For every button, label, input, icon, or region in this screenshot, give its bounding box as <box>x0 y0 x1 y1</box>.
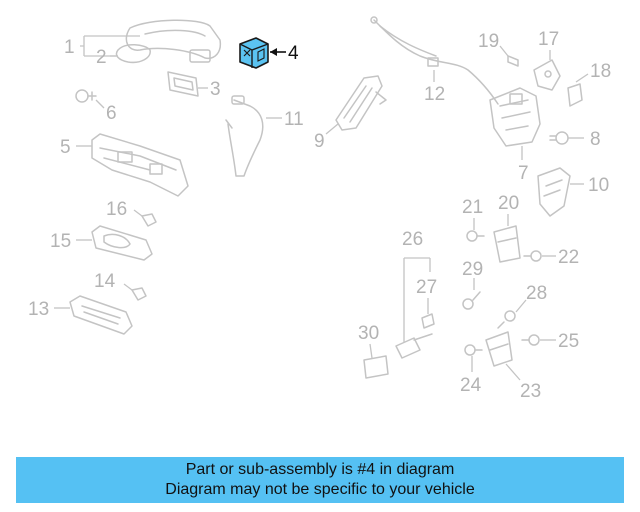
leader-part-19 <box>499 45 509 57</box>
callout-30: 30 <box>358 323 379 344</box>
callout-1: 1 <box>64 37 75 58</box>
handle-frame <box>91 133 189 197</box>
callout-21: 21 <box>462 197 483 218</box>
inner-handle <box>91 225 153 261</box>
callout-24: 24 <box>460 375 482 396</box>
outer-door-handle <box>115 19 222 64</box>
parts-diagram: 1 2 3 4 5 6 7 8 9 10 11 12 13 14 15 16 1… <box>28 16 611 402</box>
bolt-28 <box>497 310 516 329</box>
clip-14 <box>131 287 147 301</box>
callout-29: 29 <box>462 259 483 280</box>
leader-part-6 <box>95 99 105 109</box>
banner-line-disclaimer: Diagram may not be specific to your vehi… <box>165 481 475 498</box>
cable-11 <box>225 95 264 177</box>
inner-bezel <box>69 295 133 335</box>
callout-22: 22 <box>558 247 579 268</box>
callout-16: 16 <box>106 199 127 220</box>
leader-part-4 <box>270 48 286 56</box>
callout-7: 7 <box>518 163 529 184</box>
block-30 <box>363 355 389 379</box>
hinge-23 <box>485 331 513 367</box>
callout-2: 2 <box>96 47 107 68</box>
callout-23: 23 <box>520 381 541 402</box>
screw-8 <box>549 131 569 145</box>
handle-cap <box>167 71 199 97</box>
leader-part-30 <box>369 343 373 359</box>
connector-27 <box>421 313 435 329</box>
leader-part-28 <box>515 299 527 313</box>
callout-5: 5 <box>60 137 71 158</box>
bolt-25 <box>521 334 540 346</box>
bracket-10 <box>537 167 571 217</box>
callout-14: 14 <box>94 271 116 292</box>
callout-25: 25 <box>558 331 579 352</box>
callout-15: 15 <box>50 231 71 252</box>
latch-plate <box>335 75 387 131</box>
callout-20: 20 <box>498 193 519 214</box>
screw-6 <box>75 89 97 103</box>
callout-10: 10 <box>588 175 609 196</box>
leader-part-9 <box>325 123 339 135</box>
connector-26 <box>395 333 433 359</box>
bolt-21 <box>466 230 485 242</box>
part-4-highlighted <box>239 37 269 69</box>
callout-11: 11 <box>284 109 304 130</box>
bracket-17 <box>533 59 561 91</box>
callout-19: 19 <box>478 31 499 52</box>
clip-16 <box>141 213 157 227</box>
leader-part-16 <box>133 209 143 217</box>
callout-12: 12 <box>424 84 445 105</box>
callout-28: 28 <box>526 283 547 304</box>
lock-actuator <box>489 87 541 147</box>
callout-17: 17 <box>538 29 559 50</box>
leader-part-23 <box>505 363 521 381</box>
callout-26: 26 <box>402 229 423 250</box>
callout-27: 27 <box>416 277 437 298</box>
callout-3: 3 <box>210 79 221 100</box>
leader-part-1 <box>80 35 140 57</box>
leader-part-14 <box>123 283 133 291</box>
callout-4: 4 <box>288 43 299 64</box>
callout-8: 8 <box>590 129 601 150</box>
callout-9: 9 <box>314 131 325 152</box>
bolt-29 <box>462 291 481 310</box>
banner-line-part: Part or sub-assembly is #4 in diagram <box>185 461 455 478</box>
callout-18: 18 <box>590 61 611 82</box>
bolt-22 <box>523 250 542 262</box>
plate-18 <box>567 83 583 107</box>
info-banner: Part or sub-assembly is #4 in diagram Di… <box>16 457 624 503</box>
cable-12 <box>370 16 499 105</box>
callout-6: 6 <box>106 103 117 124</box>
hinge-20 <box>493 225 521 263</box>
callout-13: 13 <box>28 299 49 320</box>
leader-part-26 <box>403 257 431 342</box>
bolt-19 <box>507 55 519 67</box>
bolt-24 <box>464 344 483 356</box>
leader-part-18 <box>575 73 589 83</box>
